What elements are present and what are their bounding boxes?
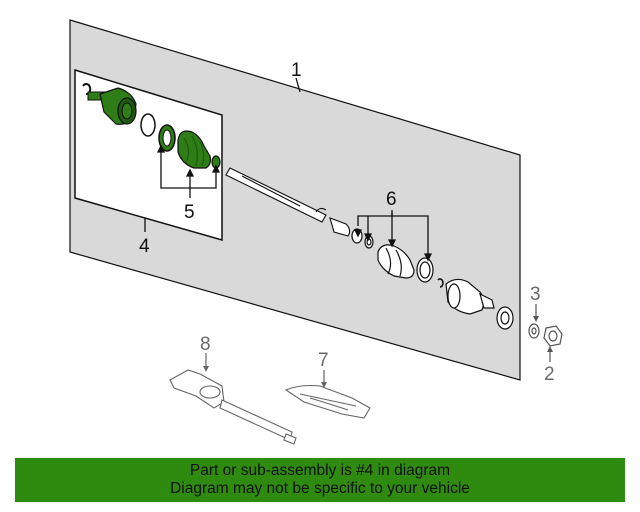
- intermediate-shaft-8[interactable]: [169, 369, 297, 445]
- callout-5: 5: [184, 202, 195, 223]
- callout-3: 3: [530, 284, 541, 305]
- drive-shaft[interactable]: [225, 167, 351, 237]
- nut-2[interactable]: [543, 325, 563, 347]
- callout-7: 7: [318, 350, 329, 371]
- arrow-2: [547, 346, 553, 352]
- inner-cv-joint-bore: [121, 102, 133, 120]
- bearing-bracket-7[interactable]: [284, 384, 371, 419]
- bracket-5: [156, 144, 221, 198]
- callout-6: 6: [386, 189, 397, 210]
- o-ring: [140, 113, 156, 137]
- boot-kit-6[interactable]: [351, 228, 434, 283]
- hub-seal[interactable]: [496, 306, 514, 330]
- cv-boot: [177, 130, 212, 169]
- banner-line-2: Diagram may not be specific to your vehi…: [170, 480, 470, 497]
- bracket-6: [353, 210, 433, 262]
- arrow-3: [533, 316, 539, 322]
- callout-4[interactable]: 4: [139, 236, 150, 257]
- cv-boot-ridges: [183, 135, 205, 167]
- arrow-7: [321, 382, 327, 388]
- arrow-8: [203, 366, 209, 372]
- callout-1: 1: [291, 60, 302, 81]
- callout-2: 2: [544, 364, 555, 385]
- outer-cv-joint[interactable]: [437, 278, 495, 315]
- outer-boot: [377, 244, 415, 279]
- washer-3[interactable]: [528, 323, 540, 339]
- banner-background: [15, 458, 625, 502]
- highlighted-parts-group[interactable]: [82, 83, 221, 169]
- callout-8: 8: [200, 334, 211, 355]
- leader-1: [295, 77, 301, 93]
- boot-band-large-inner: [162, 129, 172, 147]
- banner-line-1: Part or sub-assembly is #4 in diagram: [189, 462, 451, 479]
- info-banner: Part or sub-assembly is #4 in diagram Di…: [15, 458, 625, 502]
